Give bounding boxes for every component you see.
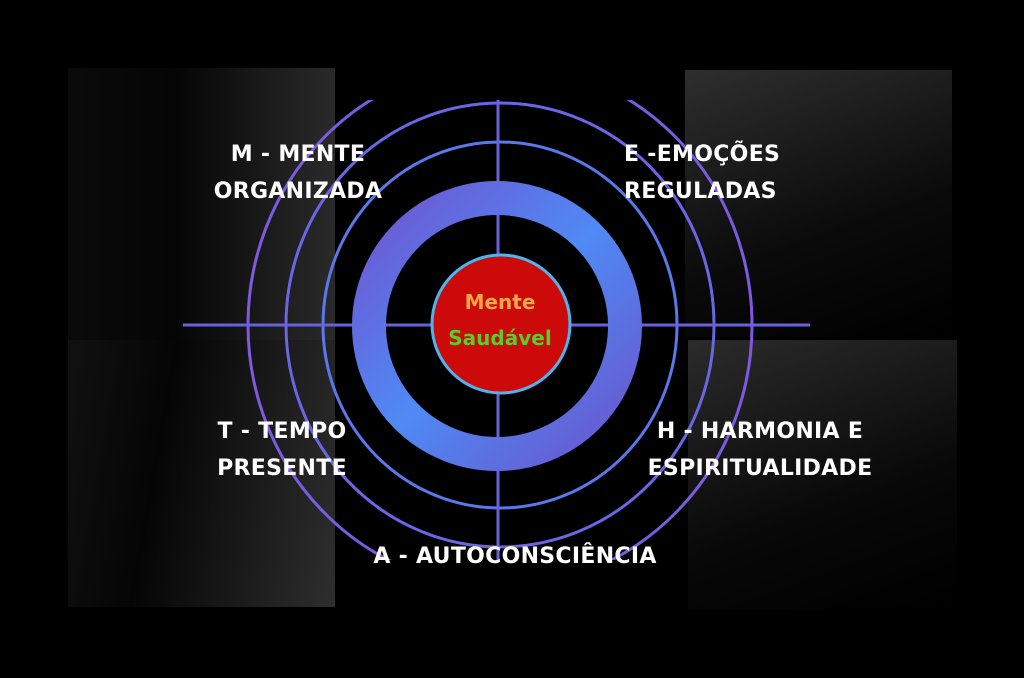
label-tempo-presente: T - TEMPO PRESENTE: [192, 413, 372, 487]
center-label-line2: Saudável: [448, 326, 552, 350]
label-m-line2: ORGANIZADA: [213, 179, 383, 204]
label-h-line2: ESPIRITUALIDADE: [647, 456, 873, 481]
label-h-line1: H - HARMONIA E: [656, 419, 864, 444]
label-t-line1: T - TEMPO: [217, 419, 347, 444]
label-m-line1: M - MENTE: [230, 142, 366, 167]
center-circle: [430, 253, 572, 395]
background-panel-bottom-right: [688, 340, 957, 610]
background-panel-bottom-left: [68, 340, 335, 607]
label-a-line1: A - AUTOCONSCIÊNCIA: [373, 544, 657, 569]
label-emocoes-reguladas: E -EMOÇÕES REGULADAS: [608, 136, 824, 210]
thick-blue-band: [352, 181, 642, 471]
label-autoconsciencia: A - AUTOCONSCIÊNCIA: [350, 538, 680, 575]
label-e-line1: E -EMOÇÕES: [624, 142, 781, 167]
background-panel-top-left: [68, 68, 335, 340]
label-e-line2: REGULADAS: [624, 179, 777, 204]
center-label-line1: Mente: [464, 290, 536, 314]
label-t-line2: PRESENTE: [217, 456, 347, 481]
label-harmonia-espiritualidade: H - HARMONIA E ESPIRITUALIDADE: [630, 413, 890, 487]
background-panel-top-right: [685, 70, 952, 337]
label-mente-organizada: M - MENTE ORGANIZADA: [198, 136, 398, 210]
